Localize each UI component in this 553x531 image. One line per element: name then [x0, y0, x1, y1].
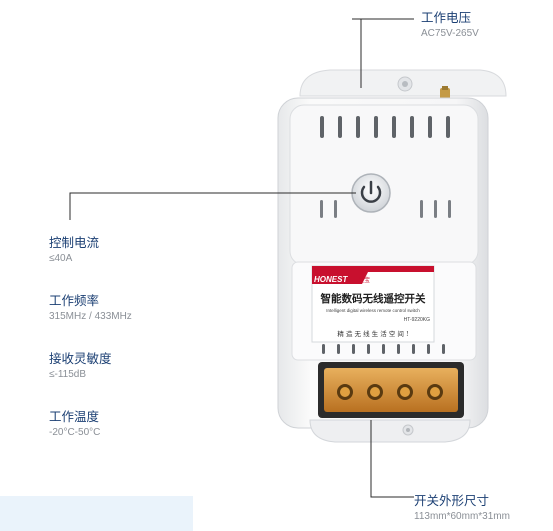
spec-frequency-value: 315MHz / 433MHz: [49, 311, 132, 322]
power-icon: [360, 180, 382, 203]
spec-sensitivity-title: 接收灵敏度: [49, 352, 112, 366]
spec-temperature-value: -20°C-50°C: [49, 427, 101, 438]
spec-size-value: 113mm*60mm*31mm: [414, 511, 510, 522]
terminal-screws: [337, 384, 443, 400]
vent-grille-bottom: [322, 344, 445, 354]
spec-temperature-title: 工作温度: [49, 410, 100, 424]
spec-size-title: 开关外形尺寸: [414, 494, 490, 508]
label-model: HT-9220KG: [404, 317, 431, 323]
label-brand-cn: 圣宝: [358, 276, 370, 284]
spec-voltage-value: AC75V-265V: [421, 28, 479, 39]
vent-grille-sides: [320, 200, 451, 218]
bottom-mounting-tab: [309, 419, 471, 443]
label-brand: HONEST: [314, 275, 348, 284]
bottom-panel: [0, 496, 193, 531]
vent-grille-top: [320, 116, 450, 138]
spec-current-value: ≤40A: [49, 253, 73, 264]
label-title: 智能数码无线遥控开关: [320, 292, 426, 305]
label-slogan: 精 造 无 线 生 活 空 间 !: [337, 329, 408, 338]
spec-current-title: 控制电流: [49, 236, 100, 250]
leader-lines: [69, 18, 414, 498]
spec-frequency-title: 工作频率: [49, 294, 100, 308]
spec-sensitivity-value: ≤-115dB: [49, 369, 86, 380]
label-subtitle: Intelligent digital wireless remote cont…: [326, 308, 420, 313]
spec-voltage-title: 工作电压: [421, 11, 472, 25]
